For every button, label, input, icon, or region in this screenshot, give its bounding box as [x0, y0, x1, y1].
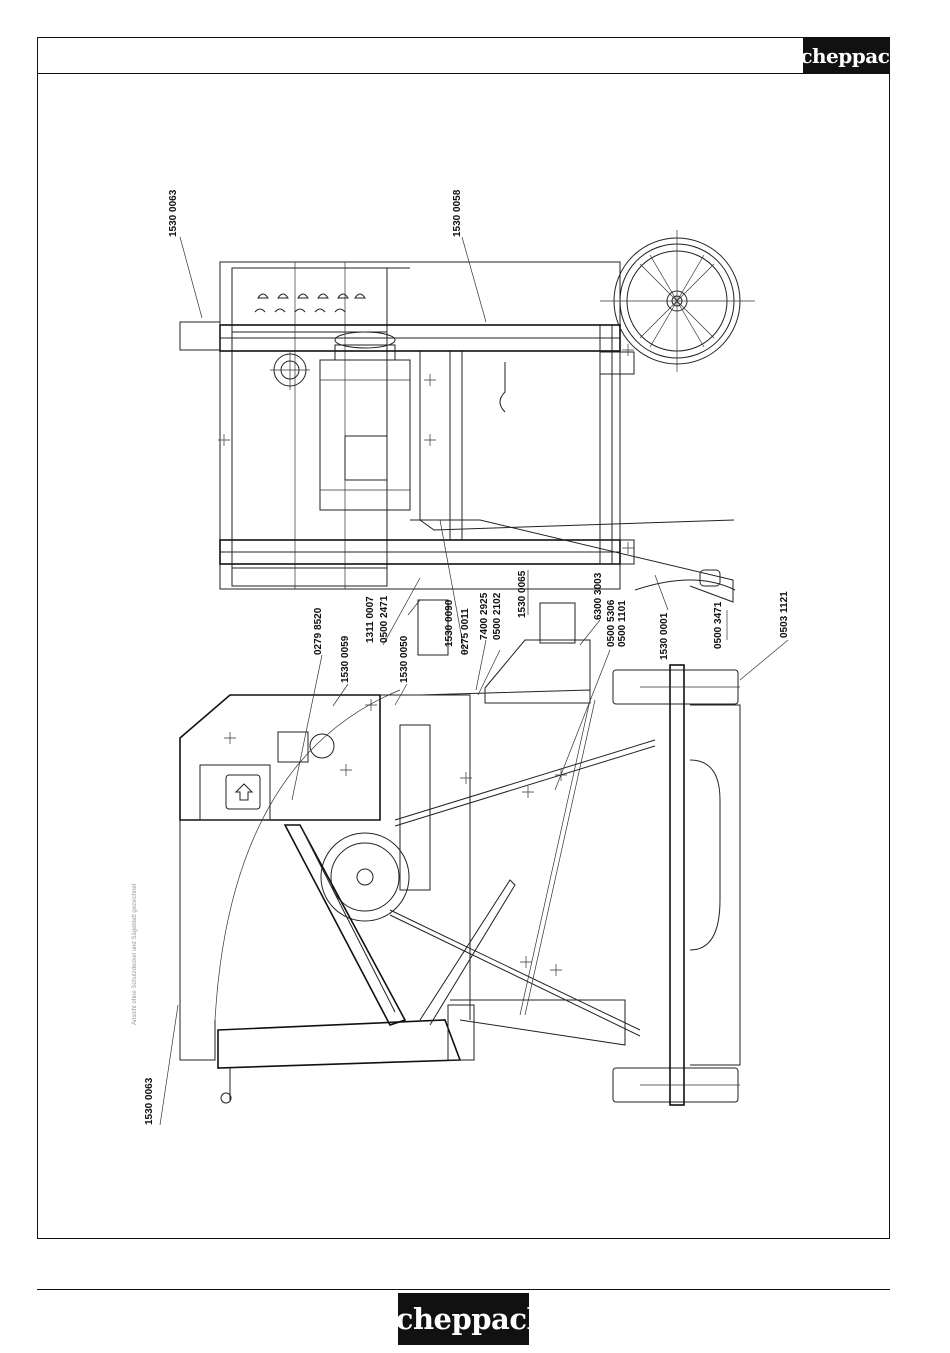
label-1530-0058: 1530 0058: [452, 189, 463, 237]
drawing-note: Ansicht ohne Schutzdeckel und Sägeblatt …: [132, 883, 138, 1025]
label-0500-2471: 0500 2471: [379, 595, 390, 643]
label-1530-0059: 1530 0059: [340, 635, 351, 683]
motor-cover: [485, 640, 590, 703]
blade-guard: [180, 695, 380, 820]
part-number-labels: 1530 0063 1530 0058 0279 8520 1530 0059 …: [144, 189, 790, 1125]
table-rail: [285, 825, 405, 1025]
label-7400-2925: 7400 2925: [479, 592, 490, 640]
wheel-top-view: [600, 230, 755, 372]
label-0275-0011: 0275 0011: [460, 608, 471, 655]
logo-text: scheppach: [380, 1302, 547, 1336]
label-0500-3471: 0500 3471: [713, 601, 724, 649]
label-0503-1121: 0503 1121: [779, 591, 790, 638]
label-1530-0001: 1530 0001: [659, 612, 670, 660]
label-1530-0090: 1530 0090: [444, 599, 455, 647]
label-1530-0063-top: 1530 0063: [168, 189, 179, 237]
label-1530-0050: 1530 0050: [399, 635, 410, 683]
saw-blade: [321, 833, 409, 921]
footer-rule: [37, 1289, 890, 1290]
lower-bolt-marks: [224, 699, 567, 976]
label-0279-8520: 0279 8520: [313, 607, 324, 655]
label-0500-5306: 0500 5306: [606, 599, 617, 647]
label-1530-0065: 1530 0065: [517, 570, 528, 618]
label-1311-0007: 1311 0007: [365, 596, 376, 643]
label-6300-3003: 6300 3003: [593, 572, 604, 620]
label-1530-0063-bottom: 1530 0063: [144, 1077, 155, 1125]
lower-assembly: [160, 520, 788, 1125]
inner-box: [232, 268, 387, 586]
label-0500-1101: 0500 1101: [617, 600, 628, 647]
base-beam: [218, 1020, 460, 1068]
upper-assembly: [180, 230, 755, 602]
motor-housing: [320, 360, 410, 510]
label-0500-2102: 0500 2102: [492, 592, 503, 640]
axle-wheels-side: [613, 665, 740, 1105]
scheppach-logo-bottom: scheppach: [398, 1293, 529, 1345]
bolt-marks: [218, 344, 634, 554]
blade-teeth: [255, 294, 365, 312]
